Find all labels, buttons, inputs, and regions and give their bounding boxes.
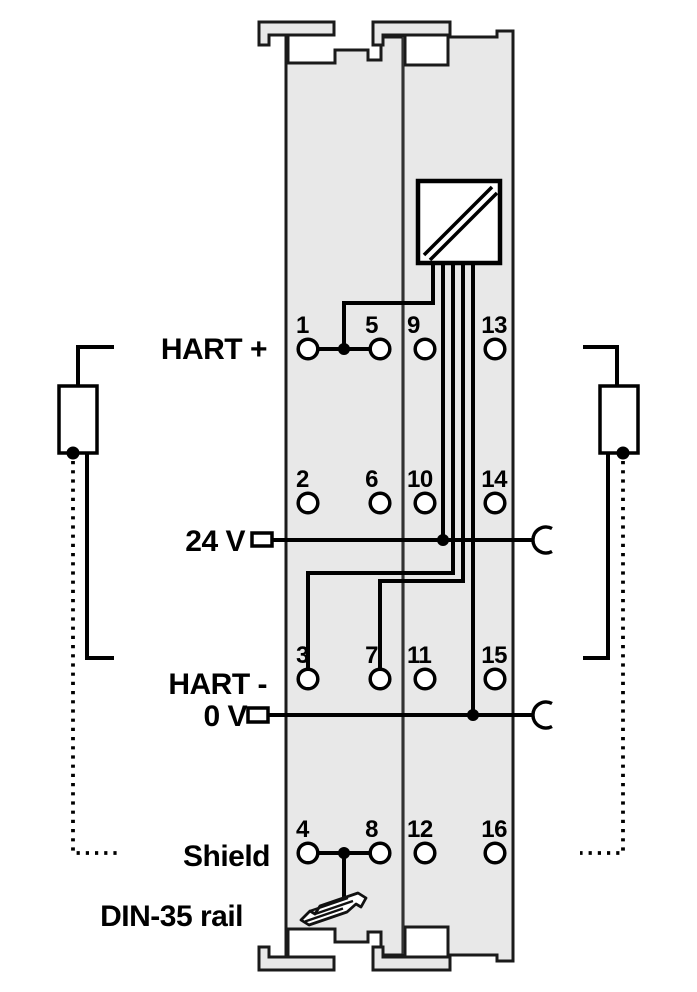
feed-symbols bbox=[246, 525, 553, 730]
label-din-rail: DIN-35 rail bbox=[100, 900, 243, 933]
terminal-number-13: 13 bbox=[481, 312, 507, 339]
signal-labels: HART + 24 V HART - 0 V Shield DIN-35 rai… bbox=[100, 333, 270, 933]
left-shield-junction bbox=[66, 446, 80, 460]
wire-hart-plus bbox=[342, 263, 435, 349]
terminal-number-11: 11 bbox=[407, 642, 432, 669]
terminal-2 bbox=[296, 491, 320, 515]
left-device-hart-minus-lead bbox=[85, 453, 114, 660]
junction-shield bbox=[338, 847, 350, 859]
terminal-number-2: 2 bbox=[296, 466, 309, 493]
open-contact-0v-icon bbox=[531, 700, 553, 730]
terminal-6 bbox=[368, 491, 392, 515]
terminal-number-10: 10 bbox=[407, 466, 433, 493]
terminal-number-3: 3 bbox=[296, 642, 309, 669]
label-hart-plus: HART + bbox=[161, 333, 267, 366]
terminal-number-1: 1 bbox=[296, 312, 309, 339]
left-device-hart-plus-lead bbox=[76, 345, 114, 386]
terminal-10 bbox=[413, 491, 437, 515]
junction-24v bbox=[437, 534, 449, 546]
label-24v: 24 V bbox=[185, 525, 245, 558]
terminal-number-15: 15 bbox=[481, 642, 507, 669]
terminal-box-24v-icon bbox=[250, 531, 274, 548]
terminal-number-5: 5 bbox=[365, 312, 378, 339]
terminal-number-14: 14 bbox=[481, 466, 508, 493]
terminal-number-6: 6 bbox=[365, 466, 378, 493]
terminal-15 bbox=[483, 667, 507, 691]
terminal-9 bbox=[413, 337, 437, 361]
module-bottom-latch-left bbox=[257, 945, 336, 972]
wire-terminal-3 bbox=[306, 263, 455, 668]
field-device-left bbox=[57, 345, 118, 855]
right-device-hart-plus-lead bbox=[583, 345, 619, 386]
right-device-hart-minus-lead bbox=[583, 453, 610, 660]
label-shield: Shield bbox=[183, 840, 270, 873]
module-top-latch-left bbox=[257, 20, 336, 47]
junction-hart-plus bbox=[338, 343, 350, 355]
left-transmitter-icon bbox=[57, 384, 99, 455]
terminal-12 bbox=[413, 841, 437, 865]
right-shield-run bbox=[580, 461, 625, 855]
terminal-1 bbox=[296, 337, 320, 361]
label-0v: 0 V bbox=[203, 700, 247, 733]
terminal-number-16: 16 bbox=[481, 816, 507, 843]
terminal-number-4: 4 bbox=[296, 816, 310, 843]
junction-0v bbox=[467, 709, 479, 721]
terminal-4 bbox=[296, 841, 320, 865]
terminal-numbers: 1 5 9 13 2 6 10 14 3 7 11 15 4 8 12 16 bbox=[296, 312, 509, 843]
electronics-module-icon bbox=[415, 178, 503, 266]
terminal-number-7: 7 bbox=[365, 642, 378, 669]
module-bottom-latch-right bbox=[371, 945, 452, 972]
junction-dots bbox=[338, 343, 479, 859]
left-shield-run bbox=[71, 461, 118, 855]
din-rail-icon bbox=[299, 891, 368, 927]
field-device-right bbox=[580, 345, 640, 855]
terminal-13 bbox=[483, 337, 507, 361]
terminal-8 bbox=[368, 841, 392, 865]
right-shield-junction bbox=[616, 446, 630, 460]
label-hart-minus: HART - bbox=[168, 668, 267, 701]
wire-terminal-7 bbox=[378, 263, 465, 668]
terminal-box-0v-icon bbox=[246, 706, 270, 724]
terminal-number-9: 9 bbox=[407, 312, 420, 339]
terminals bbox=[296, 337, 507, 865]
terminal-14 bbox=[483, 491, 507, 515]
terminal-number-8: 8 bbox=[365, 816, 378, 843]
terminal-3 bbox=[296, 667, 320, 691]
terminal-number-12: 12 bbox=[407, 816, 433, 843]
open-contact-24v-icon bbox=[531, 525, 553, 555]
terminal-7 bbox=[368, 667, 392, 691]
terminal-11 bbox=[413, 667, 437, 691]
terminal-16 bbox=[483, 841, 507, 865]
terminal-5 bbox=[368, 337, 392, 361]
internal-wiring bbox=[268, 263, 533, 901]
right-transmitter-icon bbox=[598, 384, 640, 455]
module-top-latch-right bbox=[371, 20, 452, 47]
